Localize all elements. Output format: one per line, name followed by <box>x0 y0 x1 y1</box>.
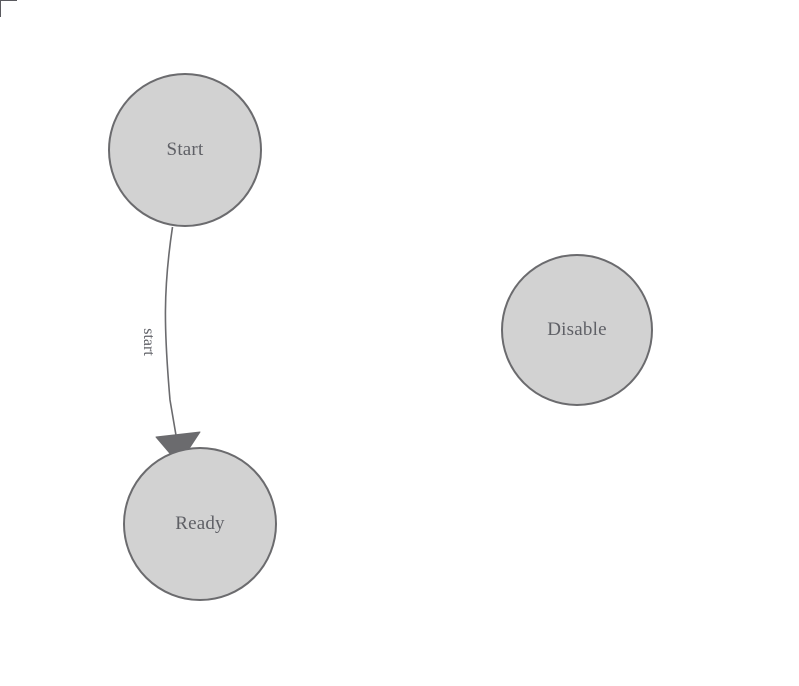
edge-start-to-ready[interactable] <box>155 226 201 465</box>
state-node-ready-label: Ready <box>175 513 225 534</box>
edge-label-start: start <box>140 328 157 356</box>
edge-path <box>164 226 179 448</box>
state-node-start-label: Start <box>166 139 204 160</box>
state-node-ready[interactable]: Ready <box>123 447 277 601</box>
state-node-start[interactable]: Start <box>108 73 262 227</box>
state-node-disable-label: Disable <box>547 319 607 340</box>
state-node-disable[interactable]: Disable <box>501 254 653 406</box>
